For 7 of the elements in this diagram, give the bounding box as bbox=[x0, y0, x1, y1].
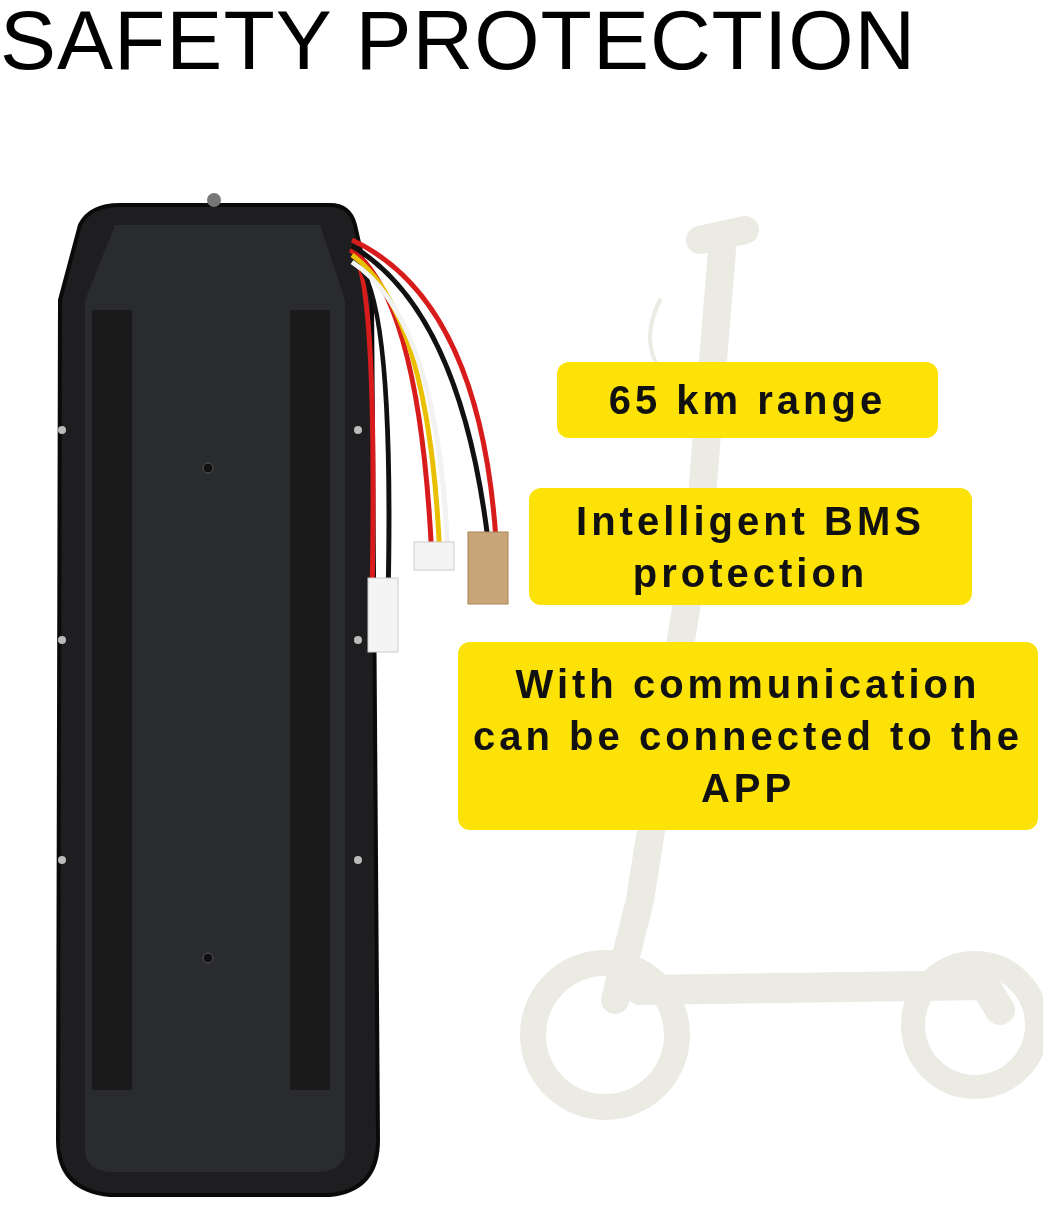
feature-text: Intelligent BMS protection bbox=[575, 497, 926, 597]
feature-callout-box bbox=[458, 642, 1038, 830]
feature-callout-box bbox=[557, 362, 938, 438]
title: SAFETY PROTECTION bbox=[0, 0, 917, 88]
feature-callout-box bbox=[529, 488, 972, 605]
feature-text: 65 km range bbox=[608, 377, 887, 424]
feature-text: With communication can be connected to the APP bbox=[472, 661, 1024, 812]
